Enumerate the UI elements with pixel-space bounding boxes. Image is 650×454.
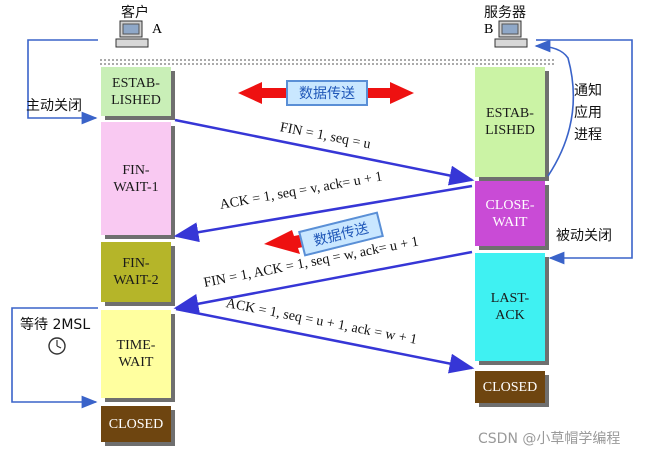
client-title: 客户 [121, 5, 149, 21]
wait-2msl-label: 等待 2MSL [20, 317, 91, 333]
client-active-close-label: 主动关闭 [26, 98, 82, 114]
clock-icon [48, 337, 66, 355]
client-state-fin-wait-2: FIN- WAIT-2 [101, 242, 171, 302]
server-state-established: ESTAB- LISHED [475, 67, 545, 177]
server-state-last-ack: LAST- ACK [475, 253, 545, 361]
client-state-closed: CLOSED [101, 406, 171, 442]
client-tag: A [152, 22, 163, 37]
ack-arrow [173, 184, 473, 243]
server-passive-close-label: 被动关闭 [556, 228, 612, 244]
server-title: 服务器 [484, 5, 526, 21]
fin-arrow [174, 118, 475, 186]
client-state-time-wait: TIME- WAIT [101, 310, 171, 398]
client-state-established: ESTAB- LISHED [101, 67, 171, 116]
server-state-closed: CLOSED [475, 371, 545, 403]
server-close-loop [548, 39, 633, 265]
client-close-loop [27, 39, 98, 125]
server-state-close-wait: CLOSE- WAIT [475, 181, 545, 246]
last-ack-arrow [175, 307, 475, 374]
fin-ack-arrow [173, 250, 473, 314]
time-wait-loop [11, 307, 98, 409]
notify-curve [534, 39, 575, 177]
client-state-fin-wait-1: FIN- WAIT-1 [101, 122, 171, 235]
client-computer-icon [115, 20, 151, 50]
watermark: CSDN @小草帽学编程 [478, 431, 621, 447]
server-computer-icon [494, 20, 530, 50]
server-tag: B [484, 22, 494, 37]
server-notify-label: 通知 应用 进程 [574, 83, 602, 143]
data-transfer-top: 数据传送 [286, 80, 368, 106]
